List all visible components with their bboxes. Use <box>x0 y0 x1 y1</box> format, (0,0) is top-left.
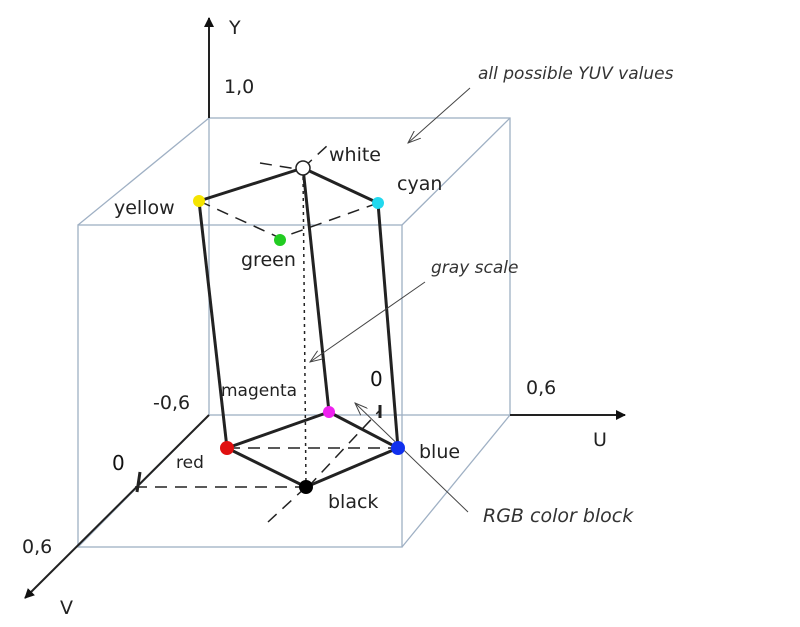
black-vertex <box>299 480 313 494</box>
box-edge <box>401 117 511 226</box>
edge-red-magenta <box>226 410 330 450</box>
edge-magenta-blue <box>328 410 399 450</box>
green-label: green <box>241 249 296 271</box>
tick-zero-left: 0 <box>112 451 125 475</box>
y-axis-label: Y <box>228 17 241 39</box>
white-vertex <box>295 160 311 176</box>
rgb-arrow <box>355 403 469 513</box>
blue-vertex <box>391 441 405 455</box>
gray-arrow <box>310 281 426 362</box>
rgb-annotation: RGB color block <box>483 505 634 527</box>
edge-cyan-blue <box>376 202 400 449</box>
white-label: white <box>329 144 381 166</box>
box-front-face <box>77 224 403 548</box>
blue-label: blue <box>419 441 460 463</box>
dashed-line <box>198 200 281 239</box>
u-axis-label: U <box>593 429 607 451</box>
v-axis <box>24 414 210 599</box>
tick-u-right: 0,6 <box>526 377 556 399</box>
dashed-line <box>259 162 304 171</box>
dashed-line <box>279 202 379 239</box>
magenta-vertex <box>323 406 335 418</box>
box-edge <box>77 117 210 226</box>
magenta-label: magenta <box>221 381 297 401</box>
tick-zero-mid: 0 <box>370 367 383 391</box>
edge-yellow-red <box>197 200 229 449</box>
green-vertex <box>274 234 286 246</box>
rgb-block <box>197 166 400 489</box>
edge-yellow-white <box>198 166 304 203</box>
yellow-vertex <box>193 195 205 207</box>
edge-black-blue <box>305 446 399 489</box>
dashed-line <box>307 409 381 488</box>
tick-v-bottom: 0,6 <box>22 536 52 558</box>
yuv-arrow <box>408 87 471 143</box>
zero-tick <box>135 471 142 493</box>
edge-white-magenta <box>301 167 331 413</box>
tick-y-top: 1,0 <box>224 76 254 98</box>
v-axis-label: V <box>60 597 73 619</box>
cyan-label: cyan <box>397 173 442 195</box>
edge-white-cyan <box>302 166 379 205</box>
yellow-label: yellow <box>114 197 175 219</box>
gray-annotation: gray scale <box>431 258 518 278</box>
edge-red-black <box>226 446 307 489</box>
dashed-line <box>267 486 307 523</box>
red-vertex <box>220 441 234 455</box>
box-edge <box>401 414 511 548</box>
red-label: red <box>176 453 204 473</box>
tick-v-neg: -0,6 <box>153 392 190 414</box>
gray-scale-axis <box>302 169 307 488</box>
cyan-vertex <box>372 197 384 209</box>
black-label: black <box>328 491 378 513</box>
yuv-annotation: all possible YUV values <box>478 64 674 84</box>
